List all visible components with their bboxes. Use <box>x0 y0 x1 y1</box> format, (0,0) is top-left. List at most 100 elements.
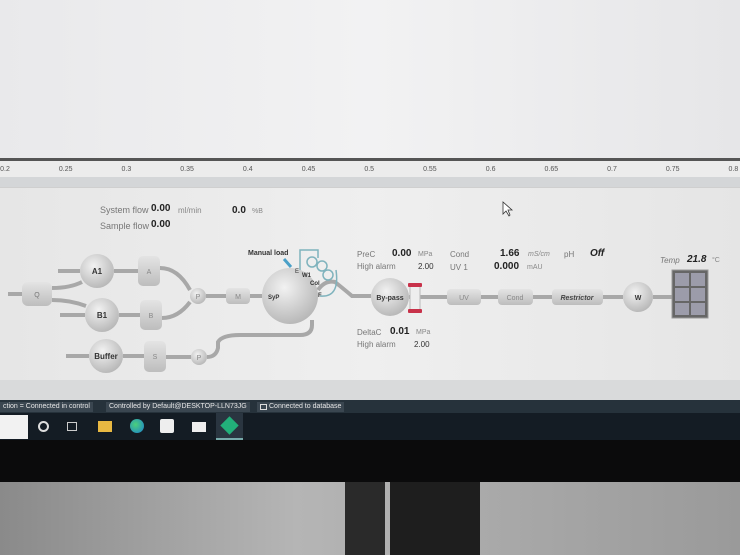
file-explorer-icon[interactable] <box>98 421 112 432</box>
store-icon[interactable] <box>160 419 174 433</box>
syp-label: SyP <box>268 295 279 301</box>
pump-a[interactable] <box>138 256 160 286</box>
percent-b-unit: %B <box>252 208 263 215</box>
axis-tick-label: 0.2 <box>0 166 10 173</box>
w1-label: W1 <box>302 273 312 279</box>
col-label: Col <box>310 281 320 287</box>
temp-value: 21.8 <box>687 254 707 265</box>
uv-value: 0.000 <box>494 261 520 272</box>
outlet-valve-w[interactable] <box>623 282 653 312</box>
axis-tick-label: 0.4 <box>242 166 253 173</box>
axis-tick-label: 0.25 <box>58 166 73 173</box>
injection-valve[interactable] <box>262 268 318 324</box>
uv-unit: mAU <box>527 264 543 271</box>
p2-label: P <box>197 355 202 362</box>
taskbar <box>0 413 740 440</box>
pump-b[interactable] <box>140 300 162 330</box>
bypass-valve[interactable] <box>371 278 409 316</box>
pressure-sensor-p1[interactable] <box>190 288 206 304</box>
buffer-inlet[interactable] <box>89 339 123 373</box>
system-flow-panel: System flow 0.00 ml/min 0.0 %B Sample fl… <box>0 187 740 380</box>
axis-line <box>0 158 740 161</box>
axis-tick-label: 0.35 <box>180 166 194 173</box>
unicorn-app-icon <box>220 416 239 435</box>
database-icon <box>260 404 267 410</box>
cortana-icon[interactable] <box>38 421 49 432</box>
cables <box>390 482 480 555</box>
monitor-bezel <box>0 440 740 482</box>
injection-port-icon <box>282 258 293 268</box>
inlet-a1[interactable] <box>80 254 114 288</box>
inlet-b1-label: B1 <box>97 311 108 320</box>
task-view-icon[interactable] <box>67 422 77 431</box>
deltac-alarm-label: High alarm <box>357 340 396 349</box>
deltac-label: DeltaC <box>357 328 382 337</box>
prec-unit: MPa <box>418 251 433 258</box>
mail-icon[interactable] <box>192 422 206 432</box>
axis-tick-label: 0.3 <box>121 166 132 173</box>
screen-top-area <box>0 0 740 162</box>
axis-tick-label: 0.55 <box>423 166 437 173</box>
inlet-a1-label: A1 <box>92 267 103 276</box>
uv-block-label: UV <box>459 295 469 302</box>
pump-b-label: B <box>149 313 154 320</box>
mouse-cursor-icon <box>502 201 514 217</box>
cond-unit: mS/cm <box>528 251 550 258</box>
cond-block-label: Cond <box>507 295 524 302</box>
scrollbar[interactable] <box>0 177 740 187</box>
pressure-sensor-p2[interactable] <box>191 349 207 365</box>
cond-value: 1.66 <box>500 248 520 259</box>
system-flow-value: 0.00 <box>151 203 171 214</box>
axis-tick-label: 0.6 <box>485 166 496 173</box>
restrictor[interactable] <box>552 289 603 305</box>
fraction-collector-icon[interactable] <box>671 269 709 319</box>
axis-tick-label: 0.7 <box>607 166 617 173</box>
ph-label: pH <box>564 250 575 259</box>
sample-flow-value: 0.00 <box>151 219 171 230</box>
tubing <box>8 266 672 359</box>
column-icon[interactable] <box>408 283 422 313</box>
monitor-stand <box>345 482 385 555</box>
connection-status: ction = Connected in control <box>0 402 93 412</box>
deltac-alarm-value: 2.00 <box>414 340 430 349</box>
uv-monitor[interactable] <box>447 289 481 305</box>
valve-q-label: Q <box>34 292 40 299</box>
buffer-label: Buffer <box>94 352 118 361</box>
f-label: F <box>318 293 322 299</box>
manual-load-loops <box>299 249 338 297</box>
axis-tick-label: 0.5 <box>364 166 375 173</box>
sample-flow-label: Sample flow <box>100 221 150 231</box>
system-flow-unit: ml/min <box>178 206 202 215</box>
ph-value: Off <box>590 248 605 259</box>
conductivity-monitor[interactable] <box>498 289 533 305</box>
cond-label: Cond <box>450 250 470 259</box>
p1-label: P <box>196 294 201 301</box>
sample-pump-s[interactable] <box>144 341 166 372</box>
prec-alarm-value: 2.00 <box>418 262 434 271</box>
lower-panel <box>0 380 740 400</box>
temp-label: Temp <box>660 256 680 265</box>
system-flow-label: System flow <box>100 205 149 215</box>
unicorn-app-button[interactable] <box>216 413 243 440</box>
outlet-w-label: W <box>635 295 642 302</box>
flow-diagram: Q A1 A B1 B Buffer S P P M SyP Manual lo… <box>8 201 709 373</box>
taskbar-search-box[interactable] <box>0 415 28 439</box>
prec-alarm-label: High alarm <box>357 262 396 271</box>
sample-pump-label: S <box>153 354 158 361</box>
percent-b-value: 0.0 <box>232 205 246 216</box>
valve-q[interactable] <box>22 282 52 306</box>
deltac-value: 0.01 <box>390 326 410 337</box>
axis-tick-label: 0.8 <box>728 166 739 173</box>
desk-background <box>0 482 740 555</box>
mixer-label: M <box>235 294 241 301</box>
e-label: E <box>295 269 299 275</box>
axis-tick-label: 0.75 <box>665 166 680 173</box>
bypass-label: By-pass <box>376 295 403 302</box>
status-bar: ction = Connected in control Controlled … <box>0 400 740 413</box>
mixer-m[interactable] <box>226 288 250 304</box>
axis-tick-label: 0.65 <box>544 166 559 173</box>
temp-unit: °C <box>712 257 720 264</box>
deltac-unit: MPa <box>416 329 431 336</box>
edge-icon[interactable] <box>130 419 144 433</box>
inlet-b1[interactable] <box>85 298 119 332</box>
